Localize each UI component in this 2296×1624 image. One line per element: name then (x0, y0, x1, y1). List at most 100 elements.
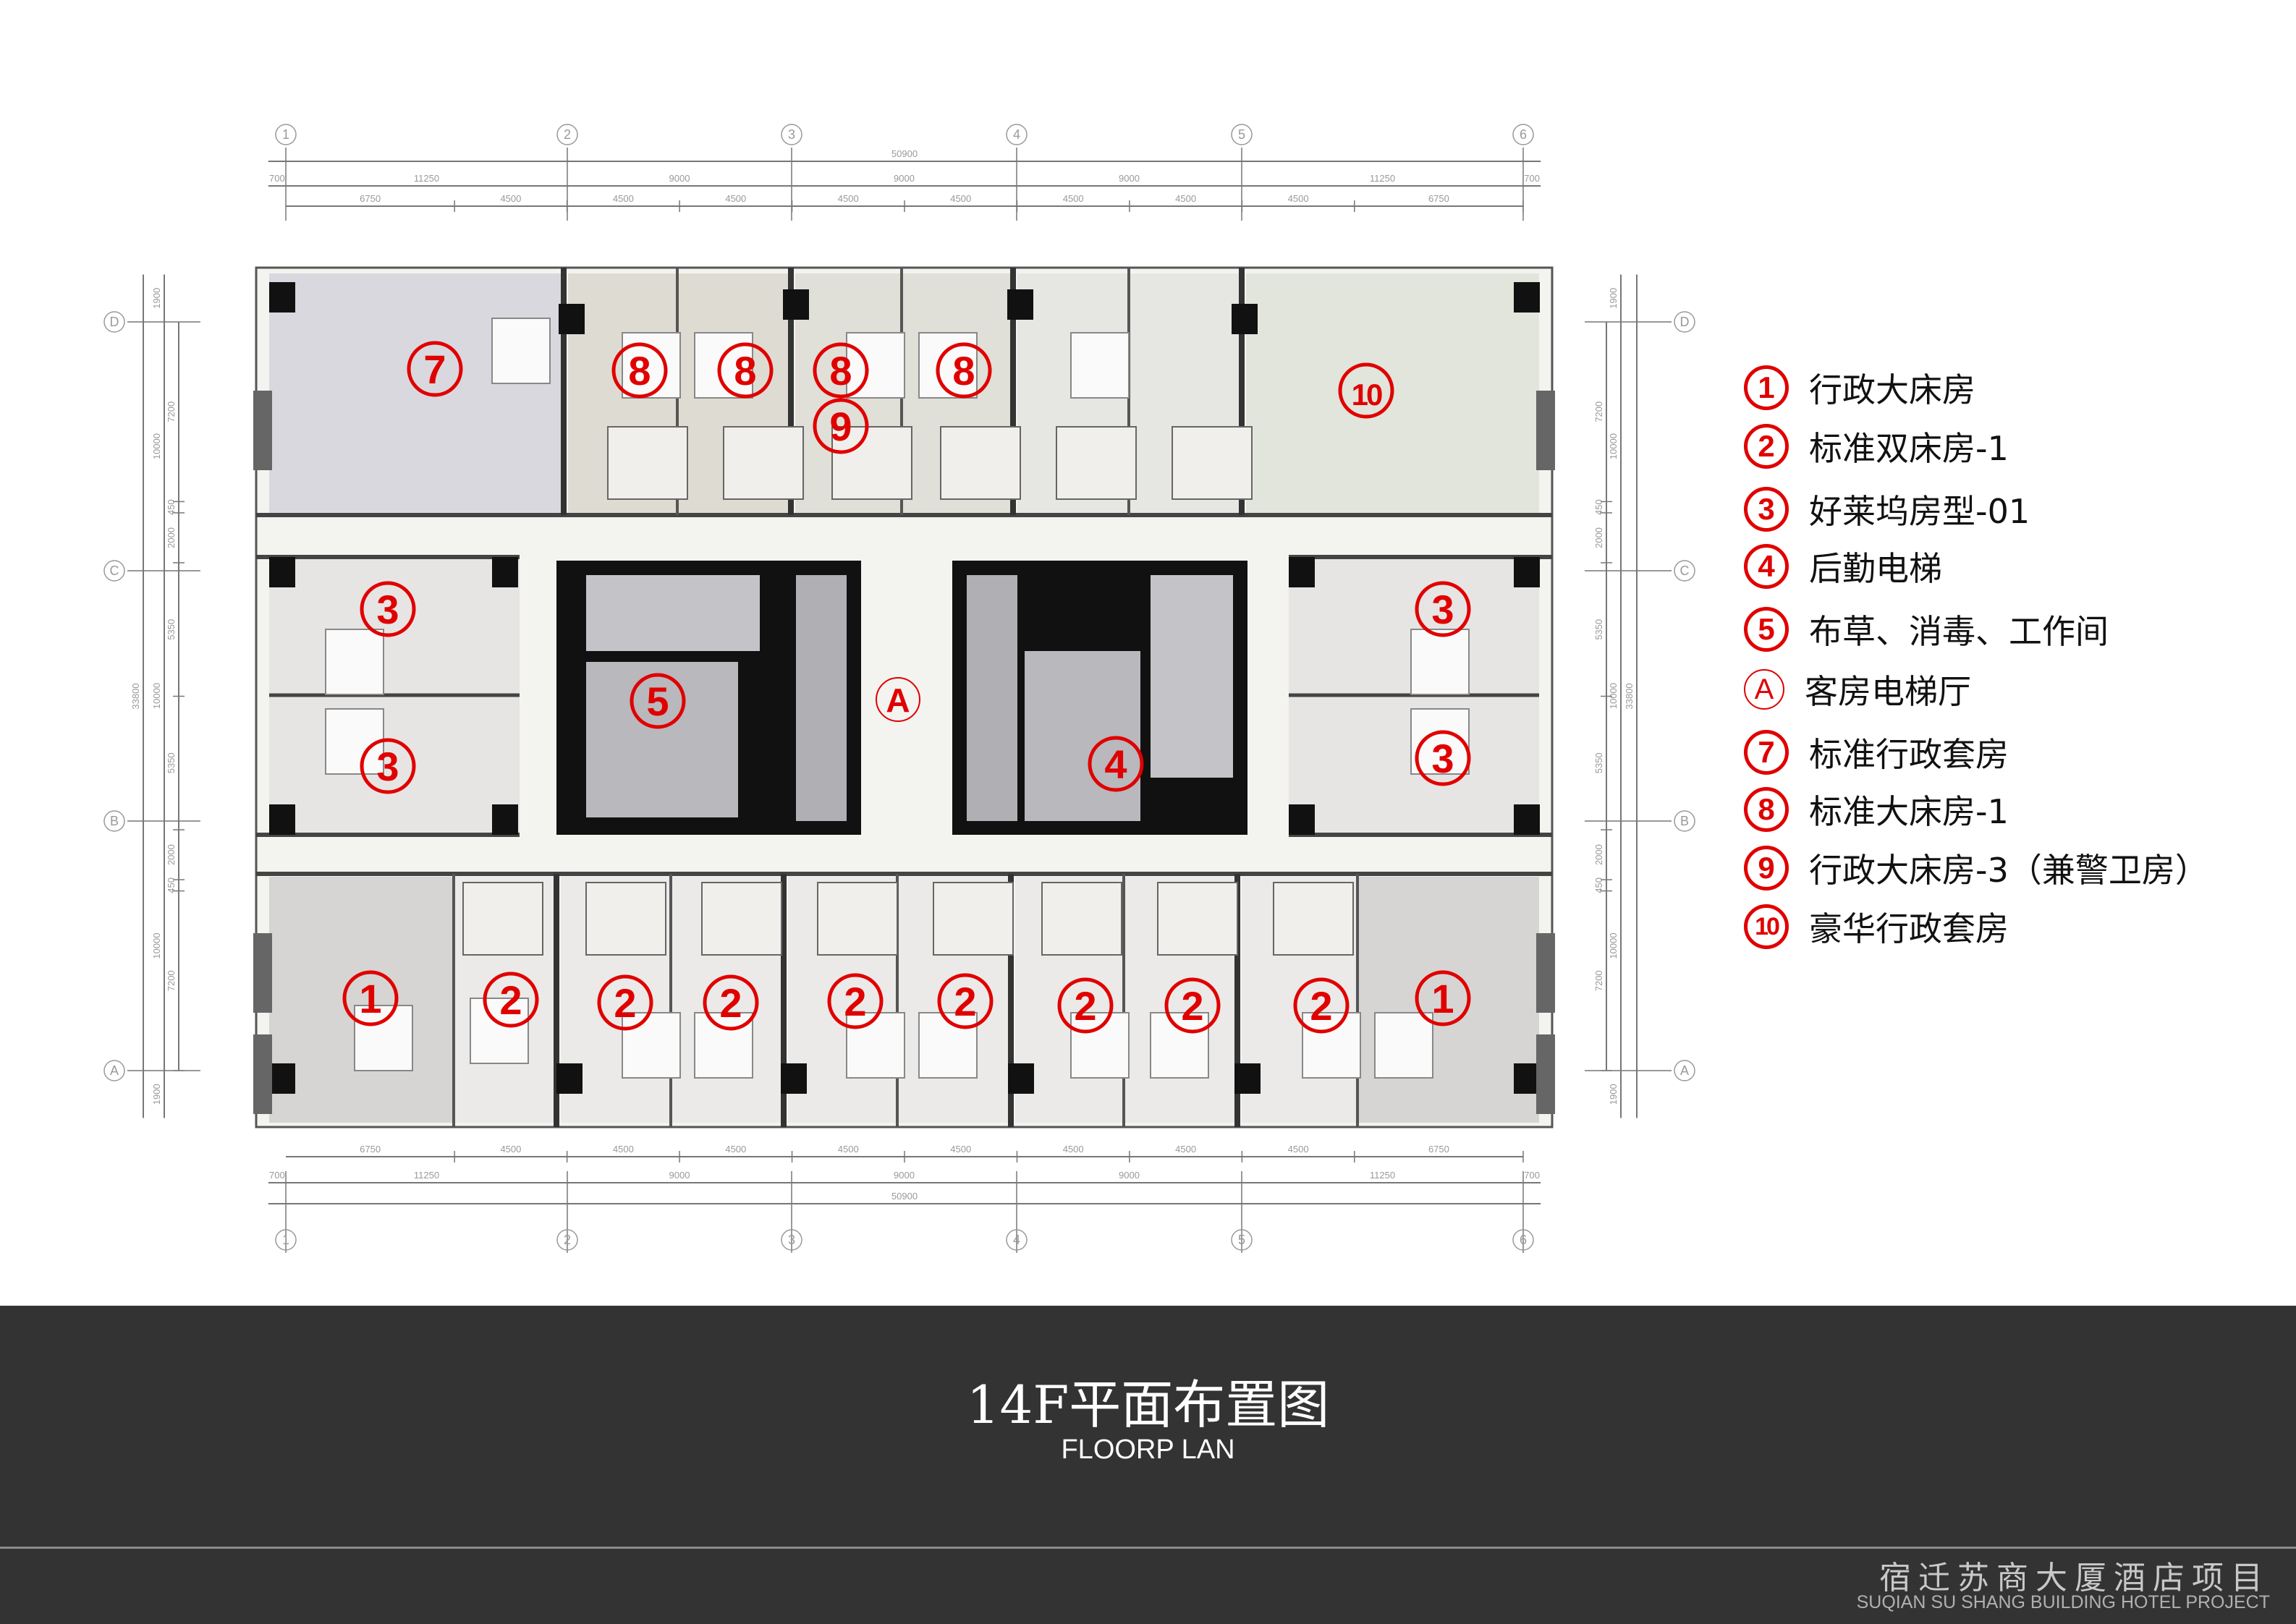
bed (1374, 1012, 1433, 1079)
legend-number-badge: 1 (1744, 365, 1789, 410)
bathroom (1041, 882, 1122, 956)
marker-label: 2 (614, 980, 636, 1026)
structural-column (783, 289, 809, 320)
room-marker-1: 1 (1415, 970, 1471, 1026)
facade-panel (253, 391, 272, 470)
room-marker-2: 2 (597, 974, 653, 1031)
marker-circle (360, 738, 416, 794)
room-marker-3: 3 (1415, 581, 1471, 637)
marker-label: 8 (628, 348, 651, 394)
bed (1070, 1012, 1130, 1079)
legend-number-badge: 9 (1744, 846, 1789, 890)
grid-label: C (110, 564, 119, 578)
legend-number-badge: 8 (1744, 787, 1789, 832)
dimension-label: 4500 (500, 1144, 521, 1155)
room-marker-1: 1 (342, 970, 399, 1026)
room-7-suite (269, 273, 564, 515)
room-marker-7: 7 (407, 341, 463, 397)
grid-bubble (103, 560, 125, 582)
bathroom (831, 426, 912, 500)
dimension-label: 10000 (1608, 683, 1619, 709)
grid-bubble (1674, 810, 1695, 832)
dimension-label: 450 (1593, 877, 1604, 893)
room-marker-9: 9 (813, 398, 869, 454)
structural-column (1514, 557, 1540, 587)
dimension-label: 6750 (360, 1144, 381, 1155)
structural-column (269, 1063, 295, 1094)
structural-column (781, 1063, 807, 1094)
dimension-label: 2000 (1593, 527, 1604, 548)
dimension-label: 10000 (1608, 433, 1619, 459)
marker-label: 2 (844, 979, 866, 1024)
dimension-label: 11250 (414, 1170, 439, 1181)
structural-column (559, 304, 585, 334)
dimension-label: 700 (269, 173, 285, 184)
marker-circle (611, 342, 668, 399)
grid-bubble (1231, 124, 1253, 145)
grid-bubble (556, 1229, 578, 1251)
legend-number-badge: 4 (1744, 544, 1789, 589)
dimension-label: 1900 (151, 1084, 162, 1105)
dimension-label: 1900 (1608, 288, 1619, 309)
legend-number-badge: 3 (1744, 487, 1789, 532)
marker-label: 1 (359, 976, 381, 1021)
legend-label: 布草、消毒、工作间 (1809, 612, 2109, 651)
marker-circle (1057, 977, 1114, 1034)
bathroom (701, 882, 782, 956)
room-marker-10: 10 (1338, 362, 1394, 419)
grid-bubble (103, 311, 125, 333)
bed (491, 318, 551, 384)
dimension-label: 2000 (166, 844, 177, 865)
dimension-label: 7200 (1593, 401, 1604, 422)
grid-label: 2 (564, 127, 571, 142)
dimension-label: 10000 (151, 683, 162, 709)
marker-label: 4 (1104, 741, 1127, 787)
marker-circle (342, 970, 399, 1026)
legend-label: 标准双床房-1 (1809, 429, 2009, 468)
marker-label: 3 (1431, 587, 1454, 632)
legend-number-badge: 5 (1744, 607, 1789, 652)
marker-circle (937, 973, 994, 1029)
legend-label: 标准行政套房 (1809, 735, 2009, 774)
dimension-label: 50900 (891, 148, 918, 159)
room-marker-8: 8 (936, 342, 992, 399)
dimension-label: 4500 (950, 193, 971, 204)
grid-bubble (556, 124, 578, 145)
dimension-label: 700 (1524, 1170, 1540, 1181)
dimension-label: 9000 (1119, 1170, 1140, 1181)
grid-bubble (1674, 311, 1695, 333)
marker-label: 8 (829, 348, 852, 394)
grid-label: 1 (282, 1233, 289, 1247)
marker-circle (813, 398, 869, 454)
marker-label: 2 (499, 977, 522, 1023)
bathroom (817, 882, 898, 956)
marker-label: 7 (423, 347, 446, 392)
bathroom (1172, 426, 1253, 500)
dimension-label: 4500 (1063, 1144, 1084, 1155)
stair-left (586, 575, 760, 651)
room-1-right (1357, 877, 1539, 1123)
dimension-label: 5350 (166, 619, 177, 640)
grid-bubble (1512, 1229, 1534, 1251)
room-marker-2: 2 (1164, 977, 1221, 1034)
bed (846, 1012, 905, 1079)
bed (1302, 1012, 1361, 1079)
room-marker-8: 8 (717, 342, 774, 399)
legend-label: 豪华行政套房 (1809, 909, 2009, 948)
walls-and-columns (253, 268, 1555, 1127)
grid-label: 1 (282, 127, 289, 142)
divider (0, 1547, 2296, 1549)
facade-panel (1536, 1034, 1555, 1114)
bathroom (462, 882, 543, 956)
marker-circle (407, 341, 463, 397)
marker-label: 2 (1181, 983, 1203, 1029)
dimension-label: 4500 (838, 193, 859, 204)
structural-column (1289, 804, 1315, 835)
legend-label: 后勤电梯 (1809, 549, 1942, 588)
structural-column (269, 557, 295, 587)
